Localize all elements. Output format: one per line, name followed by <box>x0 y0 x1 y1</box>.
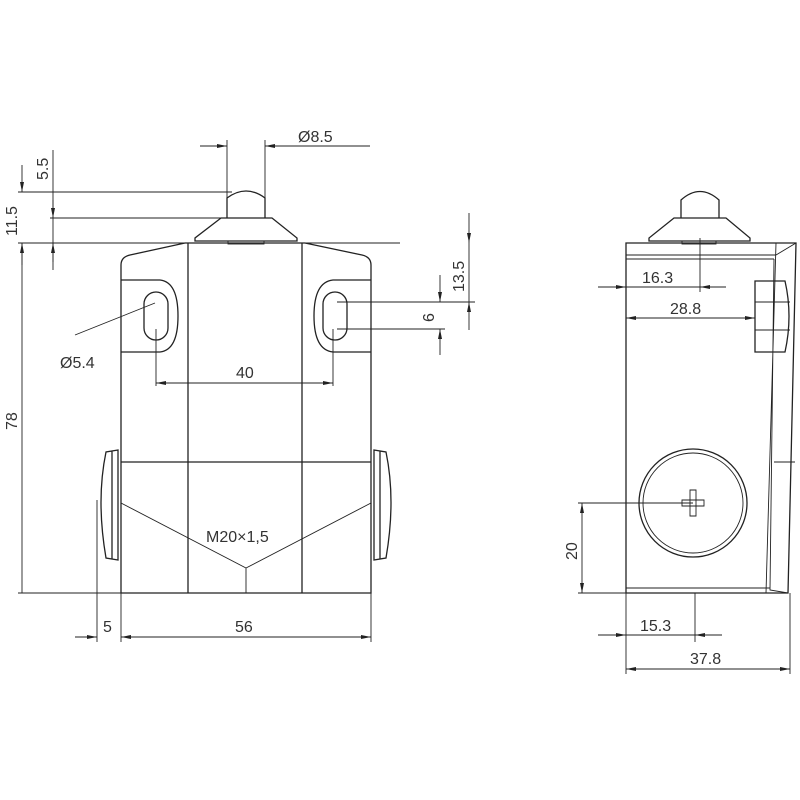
dim-plunger-diameter: Ø8.5 <box>298 129 333 146</box>
dim-slot-length: 6 <box>421 313 438 322</box>
plunger-cone <box>194 217 298 242</box>
side-view <box>625 190 797 594</box>
side-plunger-cone <box>648 217 751 242</box>
side-knob <box>754 280 790 353</box>
dim-plunger-travel: 5.5 <box>35 158 52 180</box>
front-dimensions: Ø8.5 5.5 11.5 78 13.5 6 Ø5.4 40 M20×1,5 <box>4 129 475 642</box>
front-view <box>100 190 392 594</box>
dim-gland-offset: 15.3 <box>640 618 671 635</box>
dim-plunger-offset: 16.3 <box>642 270 673 287</box>
dim-plunger-height: 11.5 <box>4 206 21 236</box>
gland-outline <box>120 502 372 593</box>
dim-gland-height: 20 <box>564 542 581 560</box>
side-plunger-dome <box>680 190 720 218</box>
dim-slot-offset: 13.5 <box>451 261 468 292</box>
dim-body-depth: 37.8 <box>690 651 721 668</box>
dim-knob-offset: 28.8 <box>670 301 701 318</box>
dim-slot-spacing: 40 <box>236 365 254 382</box>
dim-body-height: 78 <box>4 412 21 430</box>
thread-label: M20×1,5 <box>206 529 269 546</box>
plunger-dome <box>226 190 266 218</box>
screw-cross-icon <box>681 489 705 517</box>
right-mount-ear <box>313 279 371 353</box>
right-mount-slot <box>322 291 348 341</box>
right-cable-gland <box>373 449 392 561</box>
dim-slot-diameter: Ø5.4 <box>60 355 95 372</box>
side-dimensions: 16.3 28.8 20 15.3 37.8 <box>564 238 791 674</box>
left-cable-gland <box>100 449 119 561</box>
dim-gland-protrusion: 5 <box>103 619 112 636</box>
left-mount-ear <box>121 279 179 353</box>
dim-body-width: 56 <box>235 619 253 636</box>
